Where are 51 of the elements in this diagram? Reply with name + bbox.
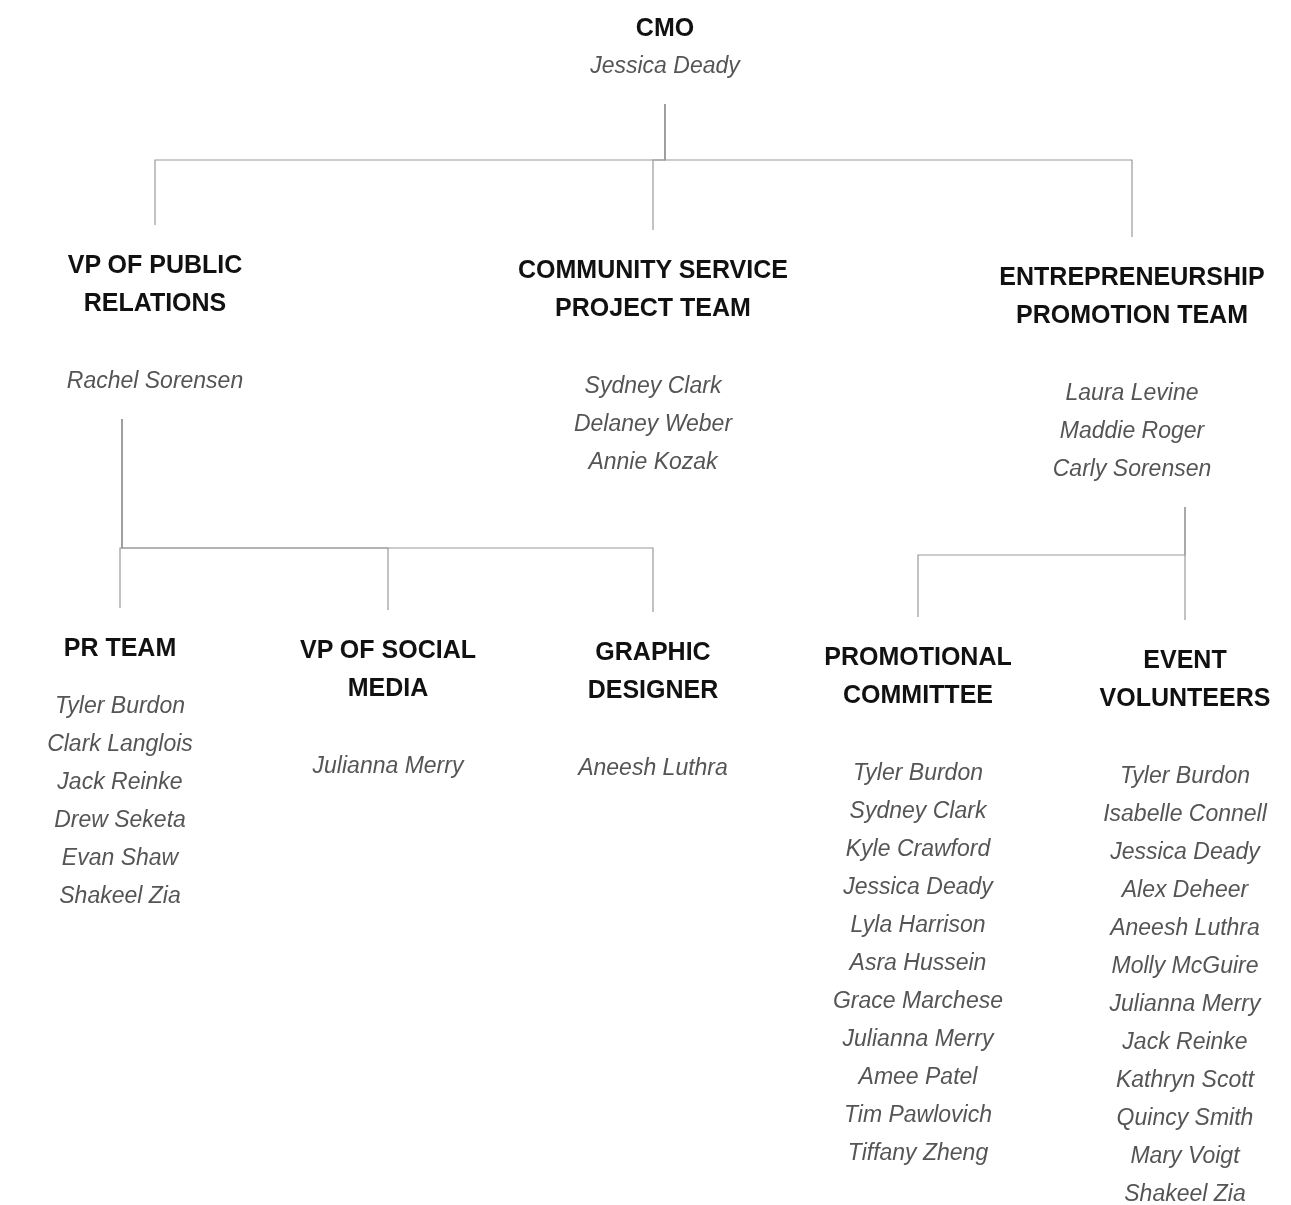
connector-line — [664, 103, 1133, 238]
member-name: Tim Pawlovich — [843, 1100, 993, 1129]
connector-line — [121, 418, 654, 613]
member-name: Tyler Burdon — [55, 691, 185, 720]
member-name: Clark Langlois — [47, 729, 193, 758]
role-title: ENTREPRENEURSHIP PROMOTION TEAM — [998, 261, 1266, 330]
role-title: GRAPHIC DESIGNER — [586, 636, 720, 705]
member-name: Jack Reinke — [57, 767, 183, 796]
role-title: EVENT VOLUNTEERS — [1098, 644, 1272, 713]
member-name: Mary Voigt — [1130, 1141, 1240, 1170]
role-title: VP OF SOCIAL MEDIA — [299, 634, 477, 703]
role-title: VP OF PUBLIC RELATIONS — [66, 249, 244, 318]
member-name: Lyla Harrison — [850, 910, 986, 939]
role-title: PROMOTIONAL COMMITTEE — [823, 641, 1013, 710]
member-name: Quincy Smith — [1116, 1103, 1254, 1132]
member-name: Kathryn Scott — [1115, 1065, 1255, 1094]
member-name: Julianna Merry — [312, 751, 464, 780]
member-name: Kyle Crawford — [845, 834, 991, 863]
connector-line — [1184, 506, 1186, 621]
member-name: Sydney Clark — [849, 796, 987, 825]
member-name: Grace Marchese — [833, 986, 1003, 1015]
member-name: Delaney Weber — [573, 409, 733, 438]
member-name: Rachel Sorensen — [66, 366, 244, 395]
member-name: Shakeel Zia — [59, 881, 181, 910]
role-title: PR TEAM — [63, 632, 177, 663]
member-name: Tyler Burdon — [1120, 761, 1250, 790]
member-name: Annie Kozak — [588, 447, 718, 476]
member-name: Jessica Deady — [590, 51, 740, 80]
member-name: Maddie Roger — [1059, 416, 1205, 445]
member-name: Evan Shaw — [61, 843, 179, 872]
member-name: Julianna Merry — [1109, 989, 1261, 1018]
member-name: Jessica Deady — [843, 872, 993, 901]
member-name: Aneesh Luthra — [578, 753, 728, 782]
member-name: Asra Hussein — [849, 948, 987, 977]
member-name: Amee Patel — [858, 1062, 978, 1091]
member-name: Tiffany Zheng — [847, 1138, 989, 1167]
member-name: Tyler Burdon — [853, 758, 983, 787]
member-name: Sydney Clark — [584, 371, 722, 400]
member-name: Aneesh Luthra — [1110, 913, 1260, 942]
member-name: Alex Deheer — [1121, 875, 1249, 904]
member-name: Laura Levine — [1065, 378, 1199, 407]
role-title: CMO — [635, 12, 695, 43]
member-name: Shakeel Zia — [1124, 1179, 1246, 1205]
member-name: Jack Reinke — [1122, 1027, 1248, 1056]
role-title: COMMUNITY SERVICE PROJECT TEAM — [517, 254, 789, 323]
member-name: Julianna Merry — [842, 1024, 994, 1053]
member-name: Isabelle Connell — [1103, 799, 1267, 828]
member-name: Carly Sorensen — [1052, 454, 1212, 483]
member-name: Jessica Deady — [1110, 837, 1260, 866]
member-name: Drew Seketa — [54, 805, 186, 834]
member-name: Molly McGuire — [1111, 951, 1259, 980]
